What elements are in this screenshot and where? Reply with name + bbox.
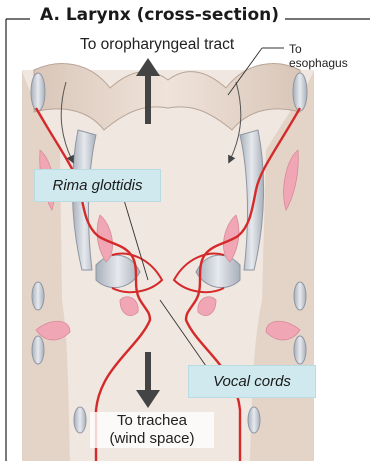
callout-rima-glottidis: Rima glottidis — [34, 169, 161, 202]
callout-vocal-text: Vocal cords — [213, 373, 291, 390]
label-trachea-line1: To trachea — [90, 412, 214, 430]
label-trachea-line2: (wind space) — [90, 430, 214, 448]
callout-rima-text: Rima glottidis — [52, 177, 142, 194]
callout-vocal-cords: Vocal cords — [188, 365, 316, 398]
label-trachea: To trachea (wind space) — [90, 412, 214, 448]
figure-title: A. Larynx (cross-section) — [34, 3, 285, 27]
label-esophagus-line1: To — [289, 42, 348, 56]
label-esophagus-line2: esophagus — [289, 56, 348, 70]
label-oropharyngeal: To oropharyngeal tract — [80, 36, 234, 54]
label-esophagus: To esophagus — [289, 42, 348, 70]
